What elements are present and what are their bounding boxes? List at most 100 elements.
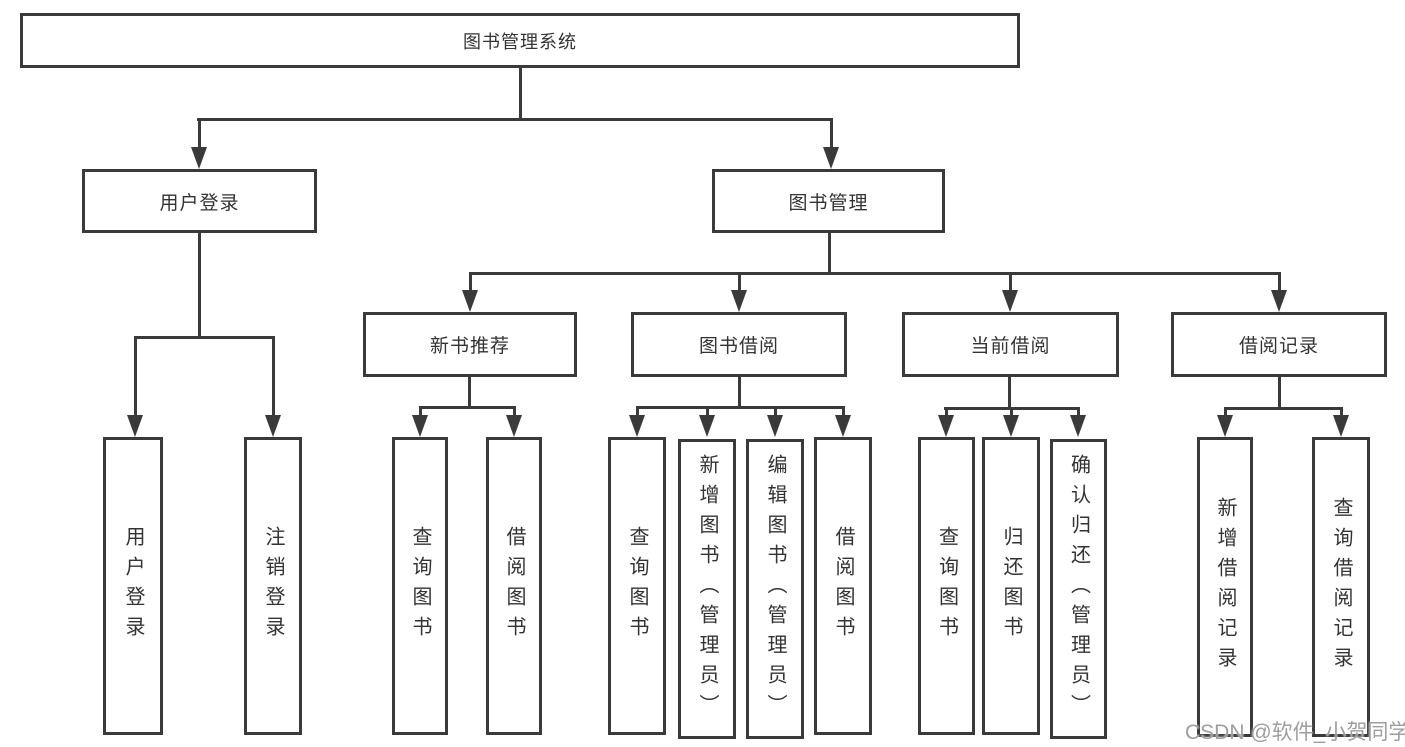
node-label: 查询图书 [935,526,958,646]
node-label: 编辑图书（管理员） [764,454,786,724]
arrow-head [835,415,851,437]
arrow-head [1002,290,1018,312]
arrow-head [1271,290,1287,312]
node-label: 图书管理系统 [463,31,577,52]
connector-line [469,272,1281,275]
node-label: 确认归还（管理员） [1067,454,1090,724]
connector-line [519,68,522,118]
arrow-head [938,415,954,437]
arrow-head [1333,415,1349,437]
node-book-borrow: 图书借阅 [631,312,847,377]
node-label: 用户登录 [159,192,240,214]
arrow-down-icon [191,118,207,169]
node-label: 新书推荐 [429,336,510,357]
arrow-down-icon [938,407,954,437]
arrow-head [462,290,478,312]
leaf-query-books-current: 查询图书 [918,437,975,735]
arrow-stem [512,406,516,417]
arrow-stem [773,406,777,417]
arrow-head [1070,415,1086,437]
arrow-head [699,415,715,437]
connector-line [1278,377,1281,407]
arrow-stem [197,118,201,149]
arrow-stem [271,336,275,417]
leaf-confirm-return-admin: 确认归还（管理员） [1050,439,1107,739]
leaf-query-books-recommend: 查询图书 [392,437,448,735]
arrow-stem [1339,407,1343,417]
arrow-stem [737,272,741,292]
arrow-down-icon [767,406,783,437]
arrow-down-icon [731,272,747,312]
node-new-book-recommend: 新书推荐 [363,312,577,377]
arrow-stem [829,118,833,149]
connector-line [1008,377,1011,407]
arrow-down-icon [1333,407,1349,437]
arrow-head [506,415,522,437]
leaf-borrow-books-recommend: 借阅图书 [486,437,542,735]
arrow-head [823,147,839,169]
node-label: 注销登录 [262,526,284,646]
arrow-down-icon [1070,407,1086,437]
arrow-down-icon [699,406,715,437]
leaf-user-login: 用户登录 [103,437,163,735]
arrow-stem [1076,407,1080,417]
node-book-management: 图书管理 [712,169,945,233]
node-library-management-system: 图书管理系统 [20,13,1020,68]
node-user-login: 用户登录 [82,169,317,233]
node-label: 当前借阅 [970,336,1051,357]
arrow-head [191,147,207,169]
arrow-stem [635,406,639,417]
connector-line [198,233,201,336]
leaf-borrow-books-borrow: 借阅图书 [814,437,872,735]
arrow-head [767,415,783,437]
connector-line [468,377,471,406]
connector-line [134,336,275,339]
node-label: 图书管理 [788,192,869,214]
node-label: 借阅图书 [503,526,525,646]
arrow-down-icon [1217,407,1233,437]
node-label: 查询图书 [626,526,648,646]
arrow-head [127,415,143,437]
node-label: 新增借阅记录 [1214,497,1236,677]
arrow-head [1003,415,1019,437]
node-label: 归还图书 [1000,526,1022,646]
connector-line [738,377,741,406]
arrow-stem [133,336,137,417]
arrow-stem [468,272,472,292]
arrow-stem [418,406,422,417]
arrow-stem [1223,407,1227,417]
leaf-logout: 注销登录 [244,437,302,735]
leaf-query-books-borrow: 查询图书 [608,437,666,735]
node-borrow-records: 借阅记录 [1171,312,1387,377]
arrow-stem [1008,272,1012,292]
arrow-stem [1277,272,1281,292]
leaf-add-book-admin: 新增图书（管理员） [678,439,736,739]
arrow-head [265,415,281,437]
arrow-down-icon [506,406,522,437]
node-label: 借阅图书 [832,526,854,646]
leaf-add-borrow-record: 新增借阅记录 [1197,437,1253,737]
connector-line [636,406,845,409]
arrow-down-icon [1271,272,1287,312]
connector-line [197,118,833,121]
node-label: 查询借阅记录 [1330,497,1352,677]
arrow-down-icon [462,272,478,312]
arrow-down-icon [1003,407,1019,437]
arrow-head [1217,415,1233,437]
arrow-down-icon [127,336,143,437]
node-current-borrow: 当前借阅 [902,312,1119,377]
leaf-query-borrow-record: 查询借阅记录 [1312,437,1370,737]
arrow-down-icon [412,406,428,437]
leaf-edit-book-admin: 编辑图书（管理员） [746,439,804,739]
arrow-head [629,415,645,437]
arrow-down-icon [265,336,281,437]
arrow-head [731,290,747,312]
watermark: CSDN @软件_小贺同学 [1185,721,1405,744]
node-label: 借阅记录 [1238,336,1319,357]
arrow-stem [1009,407,1013,417]
leaf-return-book: 归还图书 [982,437,1040,735]
arrow-stem [841,406,845,417]
arrow-head [412,415,428,437]
node-label: 用户登录 [122,526,144,646]
